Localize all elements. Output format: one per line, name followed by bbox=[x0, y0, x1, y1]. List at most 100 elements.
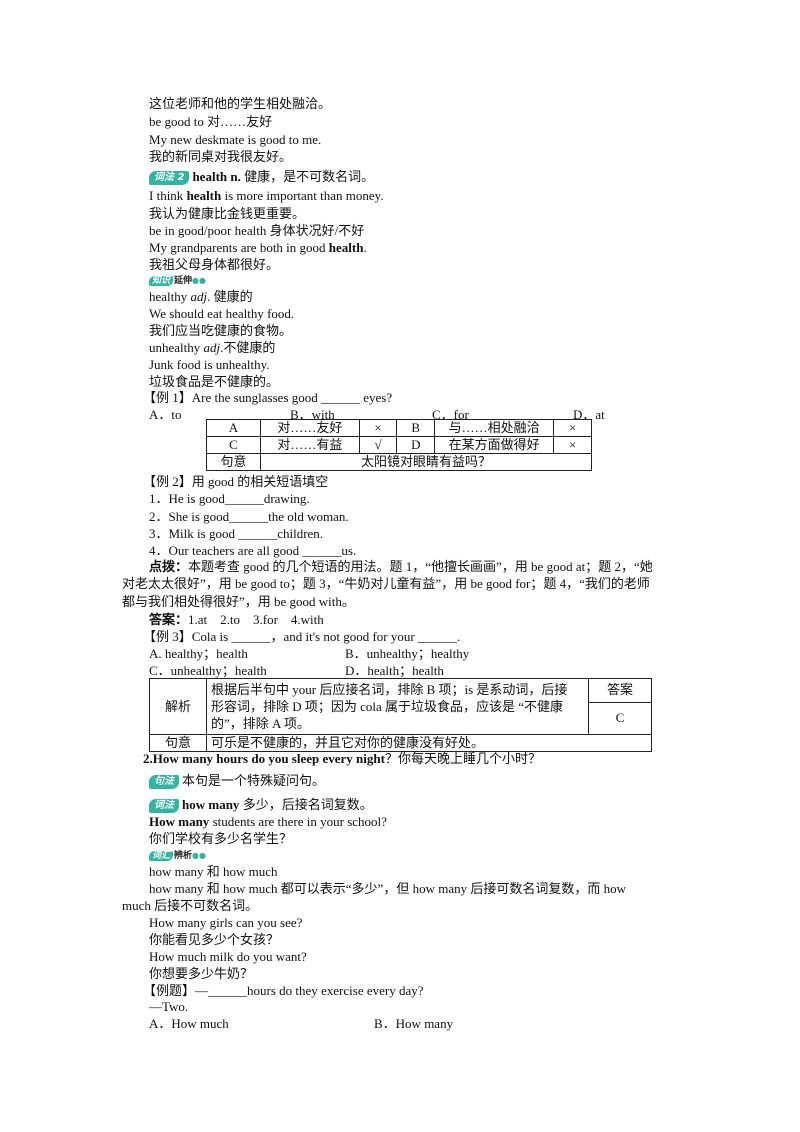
table-cell: 太阳镜对眼睛有益吗？ bbox=[259, 453, 593, 471]
tip-line: 都与我们相处得很好”，用 be good with。 bbox=[122, 594, 355, 609]
text-line: 我认为健康比金钱更重要。 bbox=[149, 206, 306, 221]
text-span: . 健康的 bbox=[207, 289, 253, 304]
syntax-note: 句法本句是一个特殊疑问句。 bbox=[149, 772, 325, 789]
tag-label: 词汇 bbox=[149, 851, 174, 861]
option-d: D．at bbox=[573, 407, 605, 422]
table-row: C bbox=[150, 701, 652, 736]
text-span: . bbox=[363, 240, 367, 255]
analysis-text: 根据后半句中 your 后应接名词，排除 B 项；is 是系动词，后接 bbox=[211, 682, 568, 697]
section-translation: ？你每天晚上睡几个小时？ bbox=[384, 751, 541, 766]
option-a: A．to bbox=[149, 407, 182, 422]
meaning-label: 句意 bbox=[149, 734, 207, 752]
vocab-word: health n. bbox=[192, 169, 241, 184]
vocab-tag: 词法 2 bbox=[149, 171, 190, 185]
tag-label: 辨析 bbox=[174, 851, 193, 861]
text-line: 你想要多少牛奶？ bbox=[149, 966, 254, 981]
section-sentence: 2.How many hours do you sleep every nigh… bbox=[143, 751, 385, 766]
text-line: 垃圾食品是不健康的。 bbox=[149, 374, 280, 389]
syntax-tag: 句法 bbox=[149, 775, 179, 789]
text-line: 我祖父母身体都很好。 bbox=[149, 257, 280, 272]
meaning-cell: 可乐是不健康的，并且它对你的健康没有好处。 bbox=[206, 734, 652, 752]
table-cell: D bbox=[396, 436, 436, 454]
answer-label: 答案： bbox=[149, 612, 189, 627]
text-span: I think bbox=[149, 188, 187, 203]
table-cell: 句意 bbox=[206, 453, 261, 471]
example-2-title: 【例 2】用 good 的相关短语填空 bbox=[143, 474, 329, 489]
text-span: healthy bbox=[149, 289, 191, 304]
bold-word: How many bbox=[149, 814, 210, 829]
text-line: I think health is more important than mo… bbox=[149, 187, 384, 204]
tip-line: 点拨：本题考查 good 的几个短语的用法。题 1，“他擅长画画”，用 be g… bbox=[149, 558, 653, 575]
option-a: A．How much bbox=[149, 1016, 229, 1031]
text-line: How much milk do you want? bbox=[149, 949, 307, 964]
exercise-item: 3．Milk is good ______children. bbox=[149, 526, 324, 541]
table-cell: × bbox=[358, 419, 398, 437]
table-row: C 对……有益 √ D 在某方面做得好 × bbox=[206, 436, 592, 454]
vocab-word: how many bbox=[182, 797, 240, 812]
table-cell: √ bbox=[358, 436, 398, 454]
text-line: My new deskmate is good to me. bbox=[149, 132, 322, 147]
text-span: My grandparents are both in good bbox=[149, 240, 329, 255]
bold-word: health bbox=[186, 188, 222, 203]
table-cell: B bbox=[396, 419, 436, 437]
table-cell: A bbox=[206, 419, 261, 437]
option-c: C．for bbox=[432, 407, 469, 422]
example-1-table: A 对……友好 × B 与……相处融洽 × C 对……有益 √ D 在某方面做得… bbox=[206, 419, 593, 471]
text-line: be in good/poor health 身体状况好/不好 bbox=[149, 223, 365, 238]
tip-line: 对老太太很好”，用 be good to；题 3，“牛奶对儿童有益”，用 be … bbox=[122, 576, 650, 591]
dots-icon: ●● bbox=[192, 276, 206, 285]
option-b: B．How many bbox=[374, 1016, 454, 1031]
knowledge-extension-tag: 知识延伸●● bbox=[149, 271, 206, 290]
analysis-text: 形容词，排除 D 项；因为 cola 属于垃圾食品，应该是 “不健康 bbox=[211, 699, 564, 714]
table-cell: 在某方面做得好 bbox=[434, 436, 555, 454]
italic-word: adj bbox=[203, 340, 221, 355]
table-cell: 对……有益 bbox=[259, 436, 360, 454]
exercise-item: 4．Our teachers are all good ______us. bbox=[149, 543, 357, 558]
option-b: B．unhealthy；healthy bbox=[345, 646, 470, 661]
tip-text: 本题考查 good 的几个短语的用法。题 1，“他擅长画画”，用 be good… bbox=[188, 559, 653, 574]
text-span: is more important than money. bbox=[221, 188, 384, 203]
answer-text: 1.at 2.to 3.for 4.with bbox=[188, 612, 324, 627]
text-span: .不健康的 bbox=[220, 340, 276, 355]
example-1-question: 【例 1】Are the sunglasses good ______ eyes… bbox=[143, 390, 393, 405]
table-row: 句意 可乐是不健康的，并且它对你的健康没有好处。 bbox=[149, 734, 652, 752]
tip-label: 点拨： bbox=[149, 559, 189, 574]
italic-word: adj bbox=[190, 289, 208, 304]
text-line: 你能看见多少个女孩？ bbox=[149, 932, 280, 947]
text-line: 这位老师和他的学生相处融洽。 bbox=[149, 96, 332, 111]
table-row: A 对……友好 × B 与……相处融洽 × bbox=[206, 419, 592, 437]
text-line: how many 和 how much 都可以表示“多少”，但 how many… bbox=[149, 881, 626, 896]
option-d: D．health；health bbox=[345, 663, 444, 678]
option-c: C．unhealthy；health bbox=[149, 663, 267, 678]
tag-label: 知识 bbox=[149, 276, 174, 286]
text-line: How many girls can you see? bbox=[149, 915, 303, 930]
text-line: Junk food is unhealthy. bbox=[149, 357, 270, 372]
table-row: 解析 根据后半句中 your 后应接名词，排除 B 项；is 是系动词，后接 形… bbox=[149, 678, 652, 735]
example-question: 【例题】—______hours do they exercise every … bbox=[143, 983, 424, 998]
vocab-definition: 健康，是不可数名词。 bbox=[240, 169, 375, 184]
section-heading: 2.How many hours do you sleep every nigh… bbox=[143, 750, 541, 767]
table-cell: × bbox=[553, 419, 592, 437]
vocab-analysis-tag: 词汇辨析●● bbox=[149, 846, 206, 865]
text-line: 我们应当吃健康的食物。 bbox=[149, 323, 293, 338]
exercise-item: 1．He is good______drawing. bbox=[149, 491, 310, 506]
vocab-tag: 词法 bbox=[149, 799, 179, 813]
text-line: be good to 对……友好 bbox=[149, 114, 273, 129]
text-line: healthy adj. 健康的 bbox=[149, 288, 253, 305]
table-cell: C bbox=[206, 436, 261, 454]
text-line: unhealthy adj.不健康的 bbox=[149, 339, 275, 356]
table-row: 句意 太阳镜对眼睛有益吗？ bbox=[206, 453, 593, 471]
option-a: A. healthy；health bbox=[149, 646, 248, 661]
analysis-text: 的”，排除 A 项。 bbox=[211, 716, 310, 731]
example-3-question: 【例 3】Cola is ______，and it's not good fo… bbox=[143, 629, 461, 644]
text-line: How many students are there in your scho… bbox=[149, 813, 387, 830]
answer-line: 答案：1.at 2.to 3.for 4.with bbox=[149, 611, 324, 628]
text-line: 我的新同桌对我很友好。 bbox=[149, 149, 293, 164]
bold-word: health bbox=[328, 240, 364, 255]
syntax-text: 本句是一个特殊疑问句。 bbox=[182, 773, 326, 788]
text-line: 你们学校有多少名学生？ bbox=[149, 831, 293, 846]
table-cell: 与……相处融洽 bbox=[434, 419, 555, 437]
